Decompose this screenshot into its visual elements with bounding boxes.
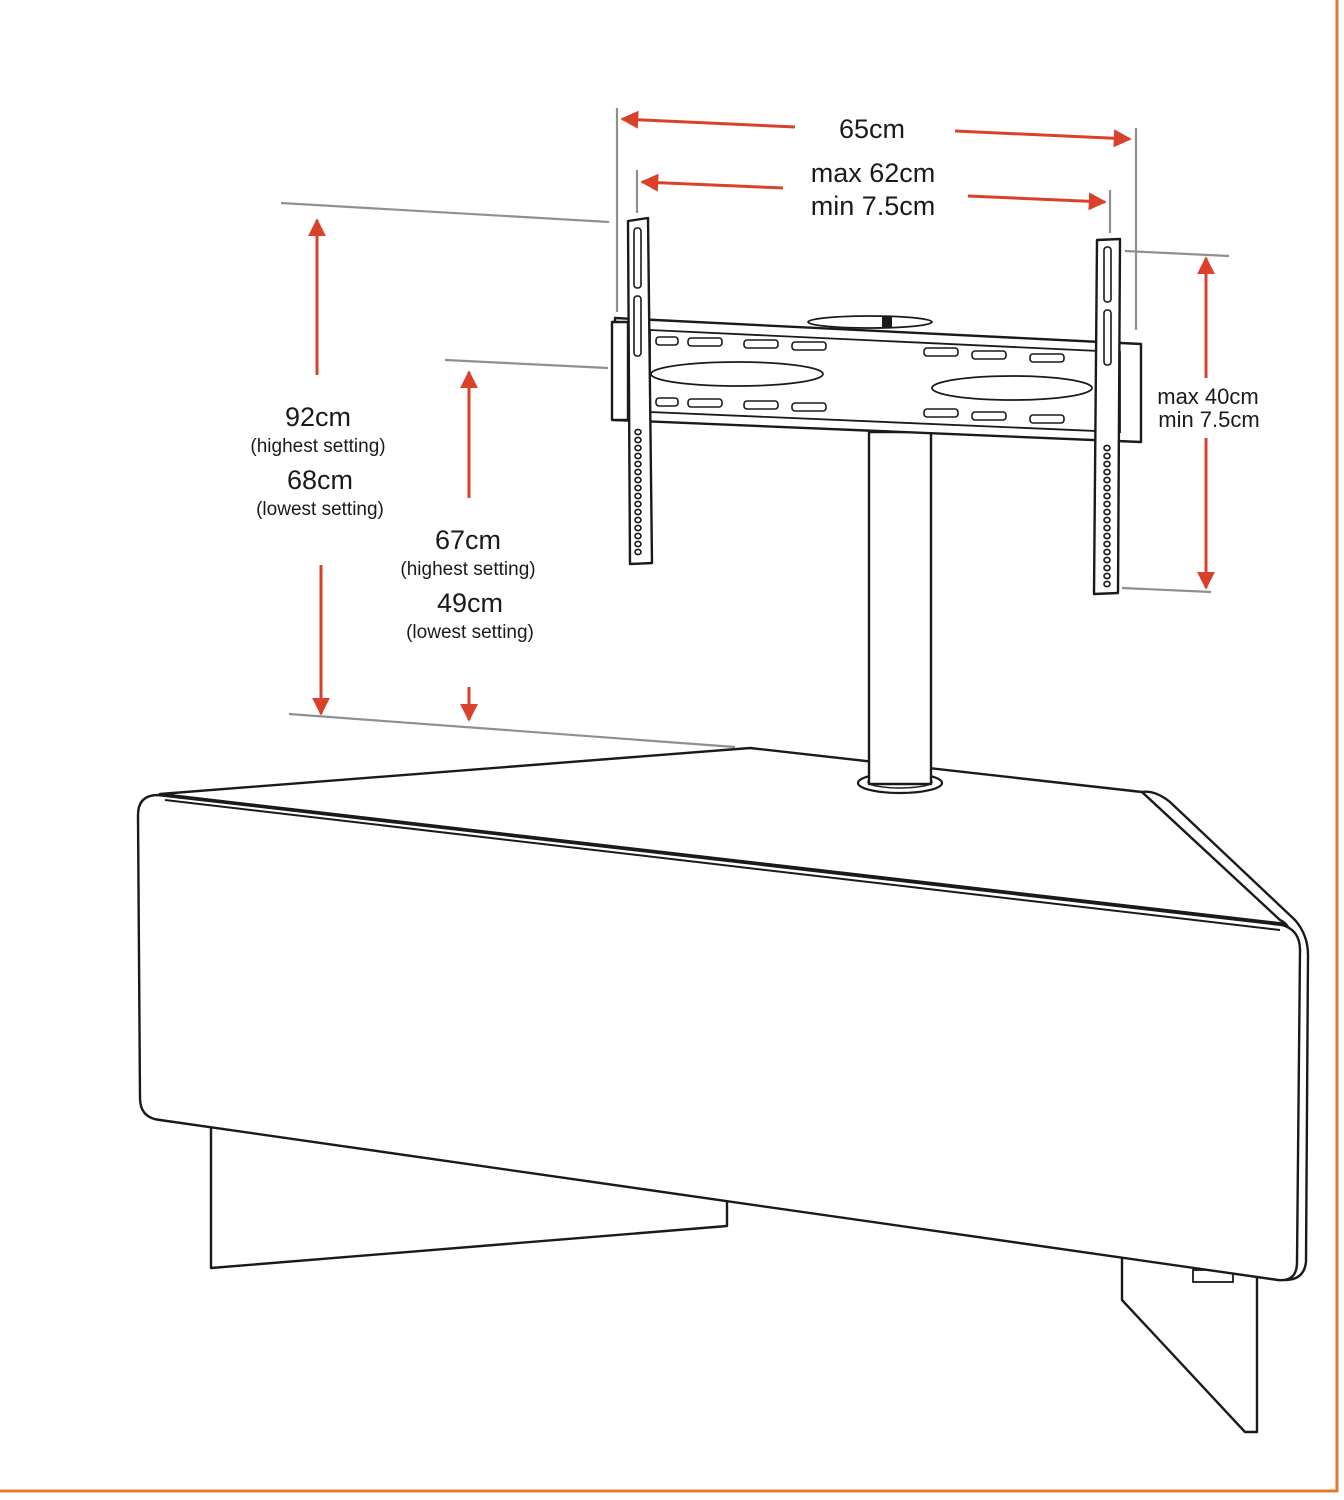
arm-hole xyxy=(634,476,642,484)
arm-hole xyxy=(1103,484,1111,492)
arm-height-max-label: max 40cm xyxy=(1157,384,1258,409)
arm-height-min-label: min 7.5cm xyxy=(1158,407,1259,432)
arm-hole xyxy=(1103,500,1111,508)
arm-hole xyxy=(634,484,642,492)
arm-hole xyxy=(1103,572,1111,580)
cabinet-front-top-edge xyxy=(164,799,1281,931)
bracket-spacing-max-label: max 62cm xyxy=(811,158,936,188)
mount-plate-slots xyxy=(655,336,1065,424)
arm-hole xyxy=(1103,524,1111,532)
arm-hole xyxy=(1103,476,1111,484)
arm-hole xyxy=(1103,556,1111,564)
top-height-low-note: (lowest setting) xyxy=(256,499,384,520)
arm-hole xyxy=(1103,580,1111,588)
centre-height-low-value: 49cm xyxy=(437,588,503,618)
centre-height-high-note: (highest setting) xyxy=(400,559,535,580)
centre-height-low-note: (lowest setting) xyxy=(406,622,534,643)
bracket-spacing-min-label: min 7.5cm xyxy=(811,191,936,221)
arm-hole xyxy=(634,492,642,500)
arm-hole xyxy=(634,524,642,532)
arm-hole xyxy=(634,452,642,460)
arm-hole xyxy=(634,428,642,436)
arm-hole xyxy=(634,532,642,540)
arm-hole xyxy=(1103,540,1111,548)
arm-hole xyxy=(634,508,642,516)
right-vertical-arm xyxy=(1092,237,1122,596)
arm-hole xyxy=(634,444,642,452)
mount-plate-cutout-left xyxy=(650,361,824,387)
arm-hole xyxy=(1103,468,1111,476)
arrow-62cm-right xyxy=(967,192,1107,211)
arm-hole xyxy=(634,436,642,444)
cabinet-right-leg xyxy=(1120,1253,1259,1434)
arm-hole xyxy=(1103,564,1111,572)
cabinet-front-face xyxy=(136,793,1302,1282)
left-vertical-arm xyxy=(626,216,654,566)
arm-hole xyxy=(634,548,642,556)
arm-hole xyxy=(634,500,642,508)
cap-screw xyxy=(882,317,892,327)
arrow-65cm-left xyxy=(620,110,796,129)
arm-hole xyxy=(1103,460,1111,468)
arm-hole xyxy=(1103,548,1111,556)
arm-hole xyxy=(1103,444,1111,452)
arm-hole xyxy=(1103,532,1111,540)
arm-hole xyxy=(1103,492,1111,500)
mount-plate-cutout-right xyxy=(931,375,1093,401)
arm-hole xyxy=(1103,516,1111,524)
dimension-labels: 65cm max 62cm min 7.5cm max 40cm min 7.5… xyxy=(250,114,1259,643)
arm-hole xyxy=(1103,452,1111,460)
corner-cabinet xyxy=(136,746,1310,1434)
arrow-65cm-right xyxy=(954,129,1132,148)
mount-plate-lip xyxy=(610,320,630,422)
arm-hole xyxy=(634,460,642,468)
arm-hole xyxy=(634,516,642,524)
top-height-high-note: (highest setting) xyxy=(250,436,385,457)
arm-hole xyxy=(634,540,642,548)
overall-width-label: 65cm xyxy=(839,114,905,144)
column-top-cap xyxy=(807,315,933,329)
top-height-low-value: 68cm xyxy=(287,465,353,495)
arm-hole xyxy=(634,468,642,476)
dimension-arrows xyxy=(308,110,1215,722)
arm-hole xyxy=(1103,508,1111,516)
arrow-62cm-left xyxy=(640,173,784,192)
tv-mount-bracket xyxy=(610,315,1143,444)
centre-height-high-value: 67cm xyxy=(435,525,501,555)
support-column xyxy=(867,430,933,786)
top-height-high-value: 92cm xyxy=(285,402,351,432)
extension-lines xyxy=(280,108,1230,749)
